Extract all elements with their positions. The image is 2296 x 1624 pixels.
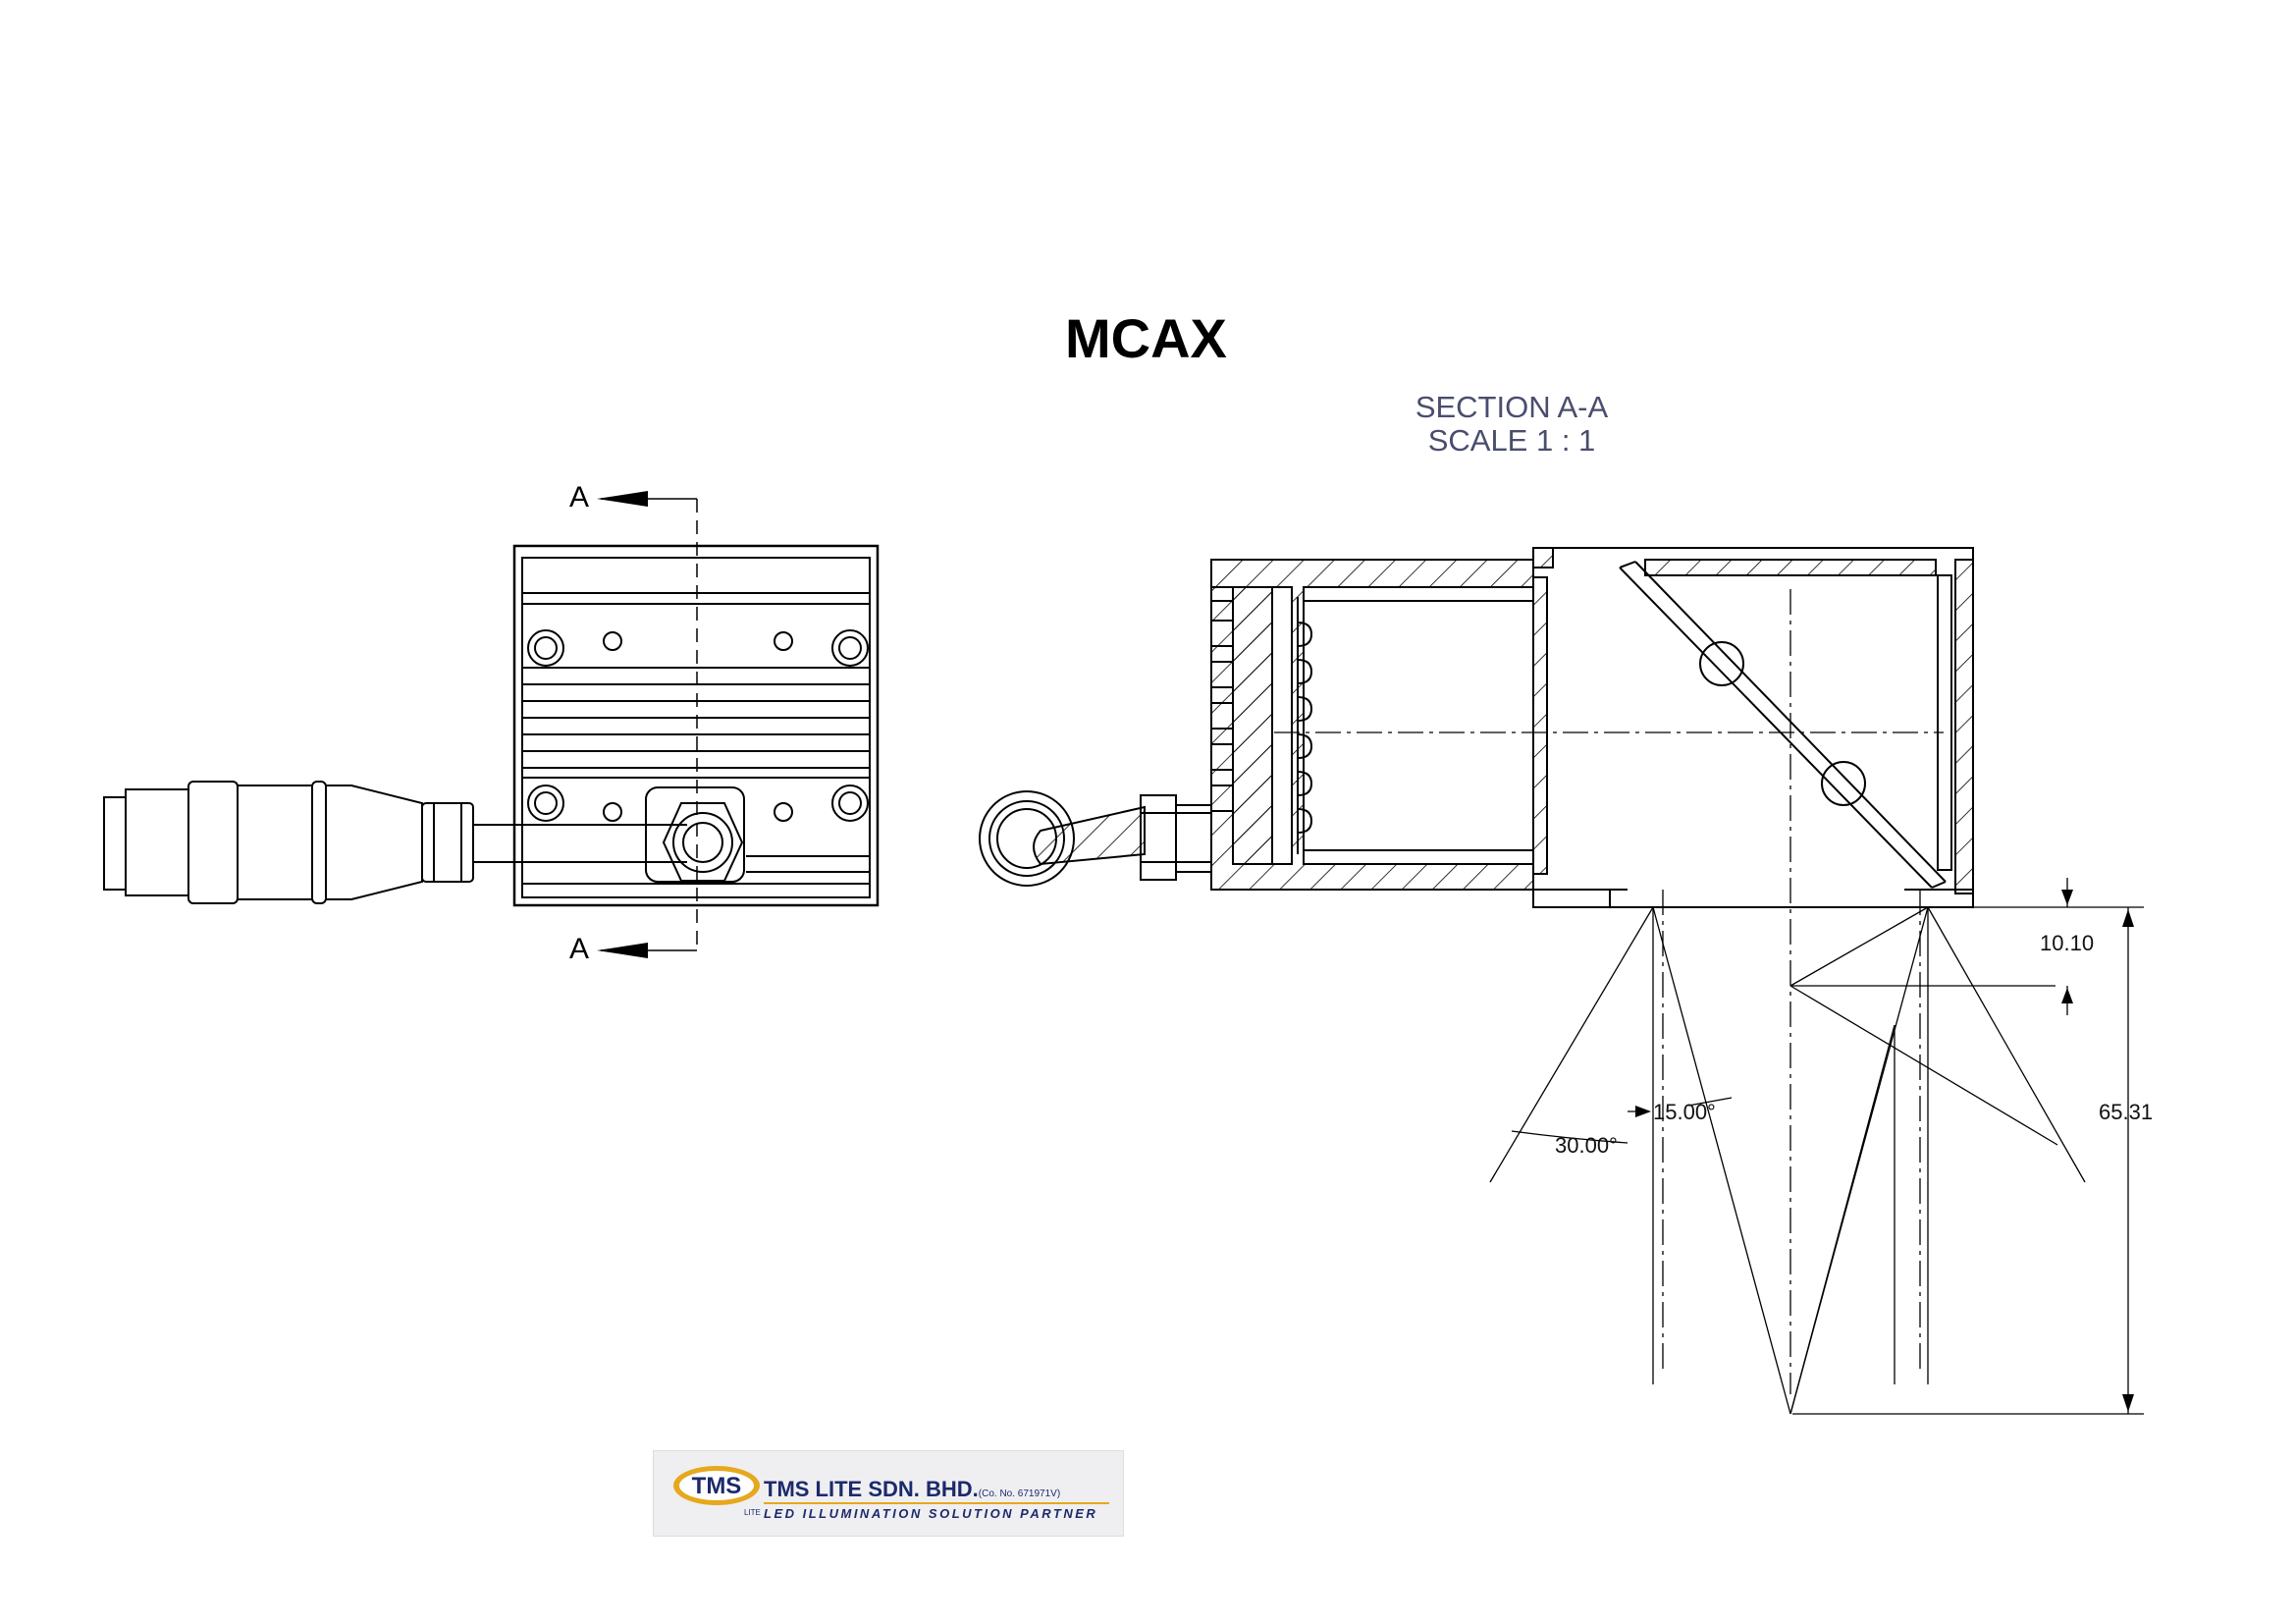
- m12-connector-plug: [103, 781, 474, 904]
- logo-mark-sub: LITE: [744, 1508, 761, 1517]
- led-array: [1297, 622, 1313, 834]
- section-marker-bottom: A: [569, 933, 589, 965]
- section-view: [979, 547, 1974, 1394]
- section-scale: SCALE 1 : 1: [1427, 423, 1596, 458]
- dimension-angle-small: 15.00°: [1653, 1100, 1716, 1124]
- logo-divider: [764, 1502, 1109, 1504]
- dimension-angle-large: 30.00°: [1555, 1133, 1618, 1158]
- company-tagline: LED ILLUMINATION SOLUTION PARTNER: [764, 1506, 1098, 1521]
- company-logo: TMS LITE TMS LITE SDN. BHD.(Co. No. 6719…: [653, 1450, 1124, 1537]
- company-name: TMS LITE SDN. BHD.(Co. No. 671971V): [764, 1477, 1060, 1502]
- tms-logo-mark: TMS: [673, 1466, 760, 1505]
- cable-gland: [979, 790, 1212, 887]
- company-reg-no: (Co. No. 671971V): [978, 1489, 1061, 1499]
- light-ray-geometry: [1489, 878, 2144, 1415]
- section-arrow-bottom: [597, 943, 648, 958]
- mounting-screws: [527, 629, 869, 822]
- section-name: SECTION A-A: [1415, 390, 1609, 424]
- section-view-caption: SECTION A-A SCALE 1 : 1: [1355, 391, 1669, 458]
- dimension-height: 65.31: [2099, 1100, 2153, 1124]
- dimension-arrows: [1635, 890, 2134, 1412]
- dimension-offset: 10.10: [2040, 931, 2094, 955]
- company-name-text: TMS LITE SDN. BHD.: [764, 1477, 979, 1501]
- front-view: [103, 498, 880, 951]
- section-arrow-top: [597, 491, 648, 507]
- drawing-title: MCAX: [1065, 307, 1227, 369]
- cooling-fins: [522, 592, 870, 885]
- logo-mark-text: TMS: [692, 1473, 742, 1499]
- section-marker-top: A: [569, 481, 589, 514]
